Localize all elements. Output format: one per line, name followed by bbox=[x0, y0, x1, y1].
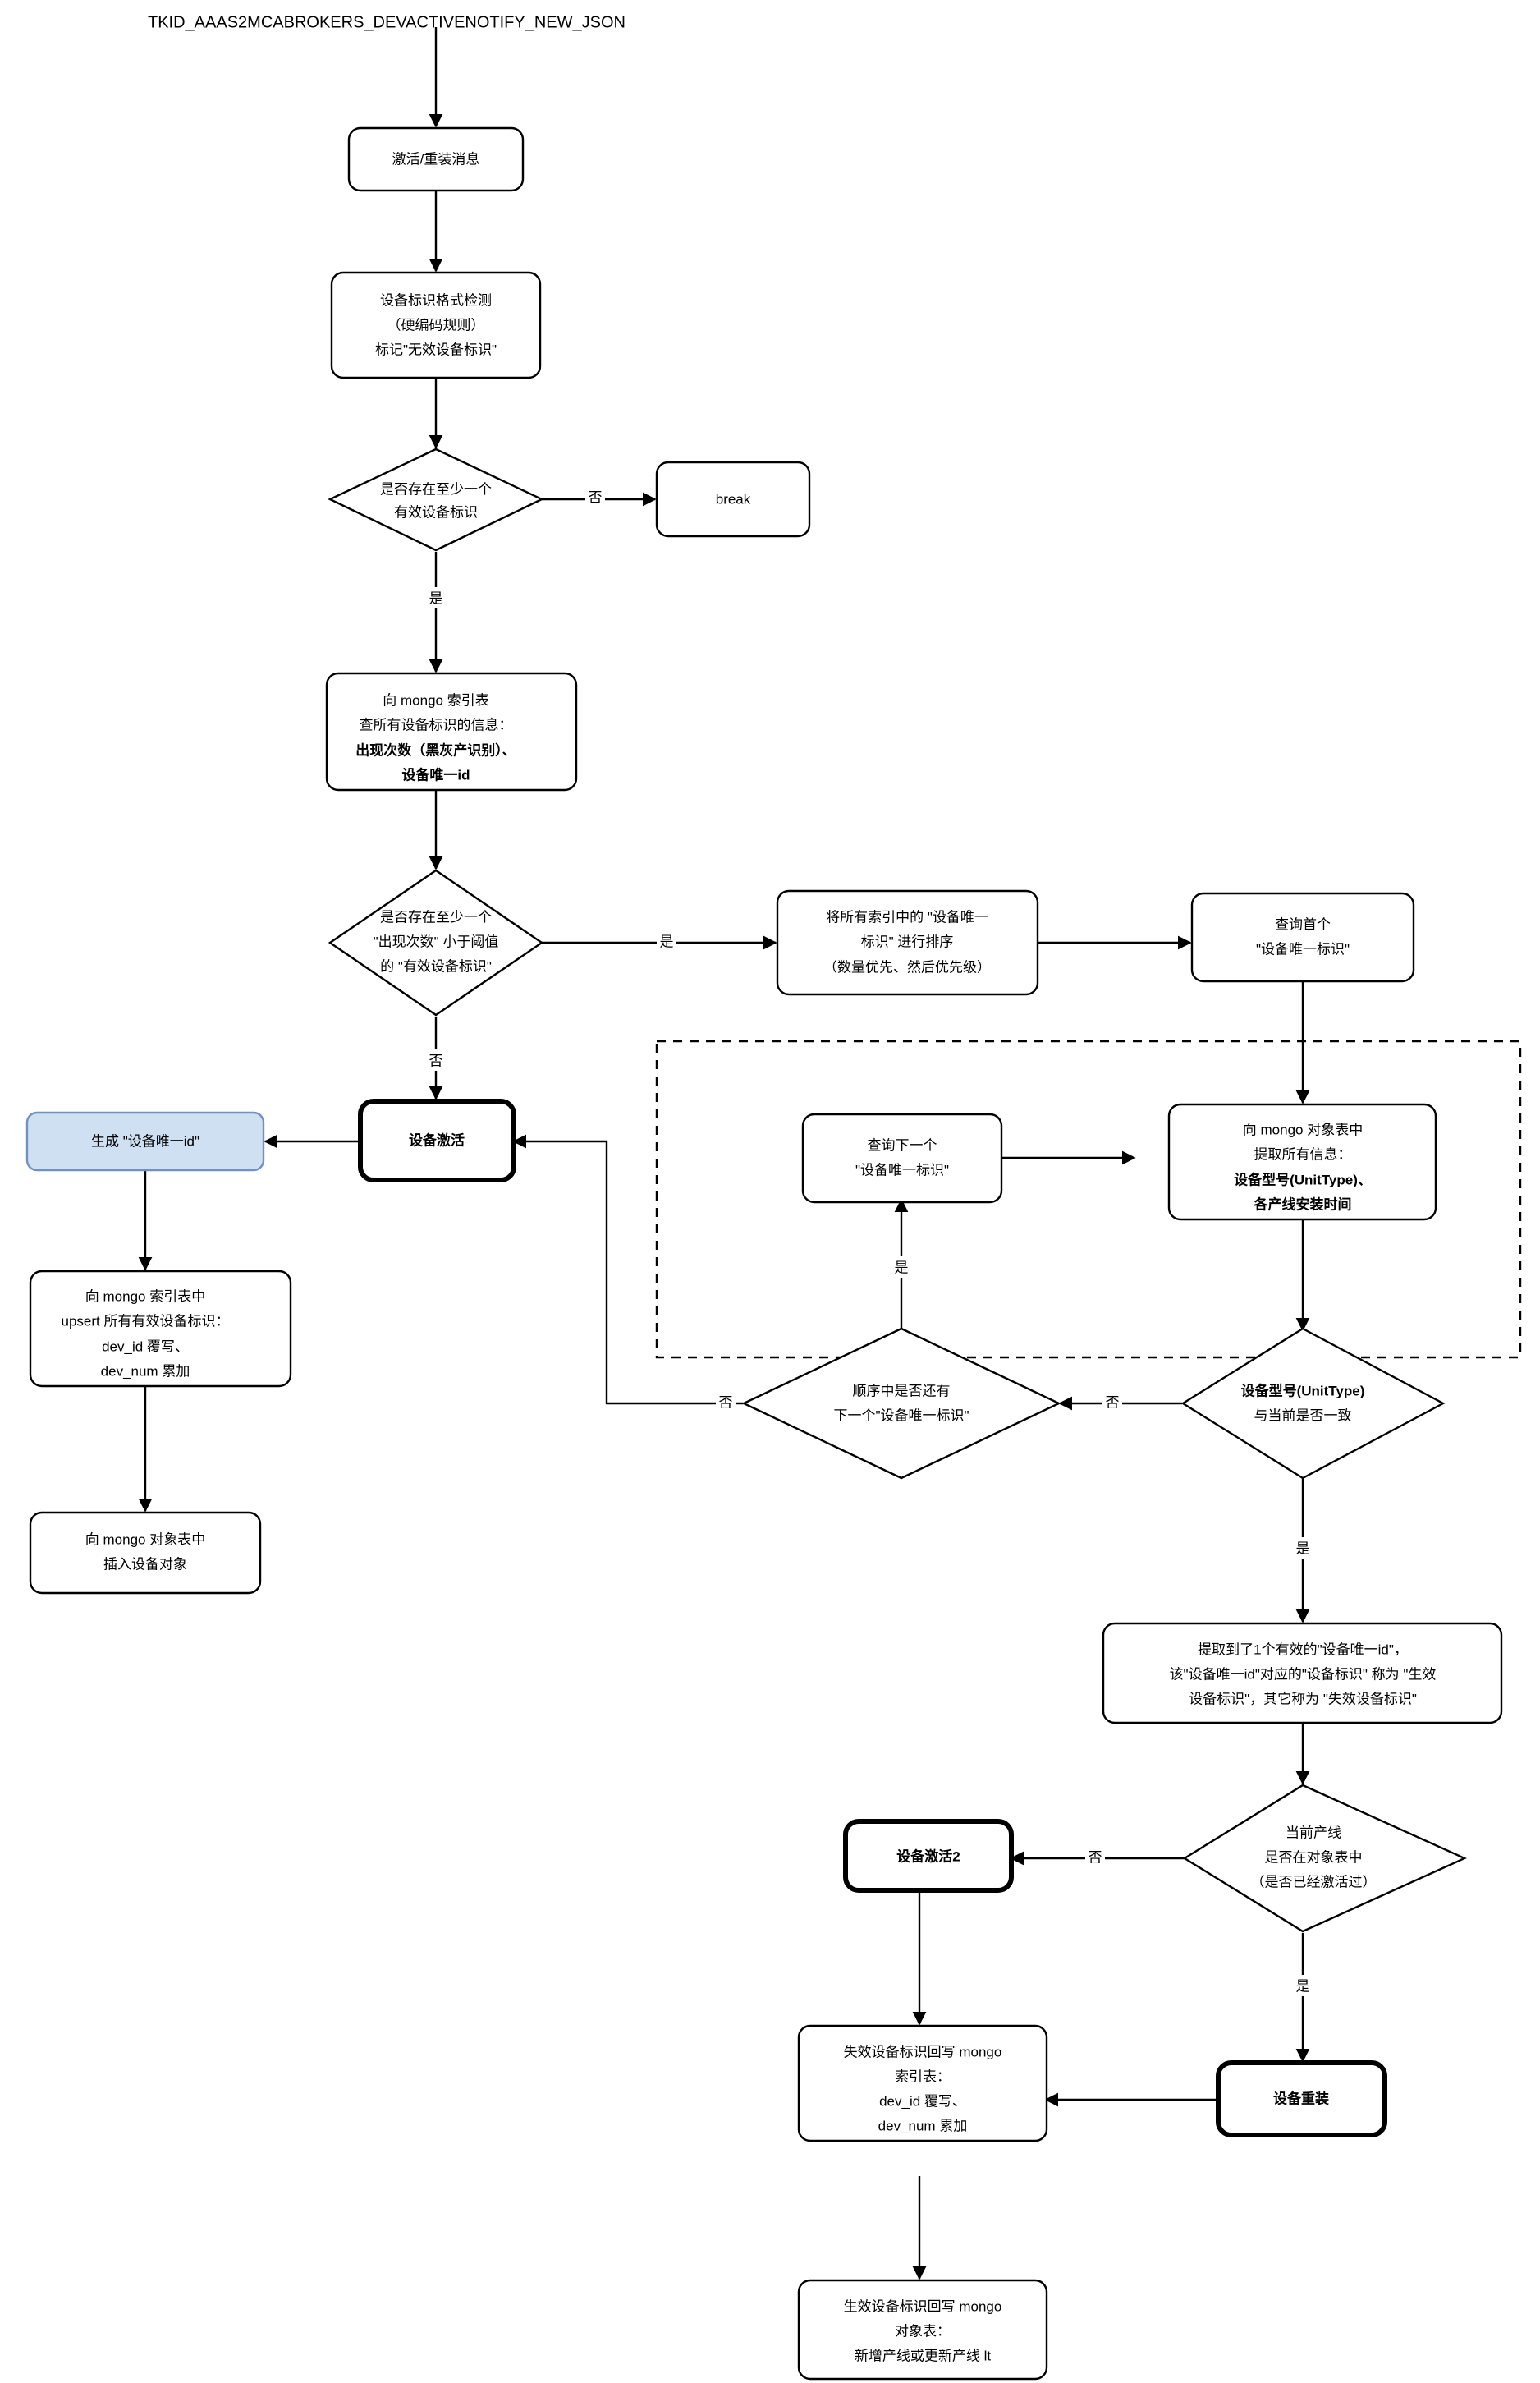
node-decision-more-uid-line2: 下一个"设备唯一标识" bbox=[833, 1407, 969, 1423]
node-query-next-uid[interactable]: 查询下一个 "设备唯一标识" bbox=[801, 1113, 1003, 1204]
node-query-index-line2: 查所有设备标识的信息： bbox=[360, 717, 513, 732]
node-decision-line-in-object-line3: （是否已经激活过） bbox=[1251, 1874, 1377, 1889]
node-extracted-result-line1: 提取到了1个有效的"设备唯一id"， bbox=[1198, 1641, 1408, 1657]
diagram-title: TKID_AAAS2MCABROKERS_DEVACTIVENOTIFY_NEW… bbox=[148, 13, 626, 31]
edge-label-no-more-uid: 否 bbox=[719, 1394, 733, 1410]
node-decision-more-uid-in-order[interactable]: 顺序中是否还有 下一个"设备唯一标识" bbox=[741, 1327, 1061, 1480]
node-format-check-line3: 标记"无效设备标识" bbox=[375, 342, 497, 357]
edge-label-yes-unittype: 是 bbox=[1296, 1540, 1310, 1556]
node-decision-count-line2: "出现次数" 小于阈值 bbox=[374, 934, 499, 949]
node-decision-has-valid-line2: 有效设备标识 bbox=[394, 504, 478, 520]
node-insert-object-line2: 插入设备对象 bbox=[103, 1556, 187, 1572]
node-start[interactable]: 激活/重装消息 bbox=[347, 126, 525, 192]
node-decision-count-line1: 是否存在至少一个 bbox=[380, 909, 492, 925]
node-device-activate[interactable]: 设备激活 bbox=[358, 1099, 516, 1182]
node-decision-has-valid-device-id[interactable]: 是否存在至少一个 有效设备标识 bbox=[328, 448, 544, 552]
node-generate-device-uid-label: 生成 "设备唯一id" bbox=[91, 1133, 199, 1149]
node-insert-device-object[interactable]: 向 mongo 对象表中 插入设备对象 bbox=[29, 1511, 262, 1595]
node-query-first-uid[interactable]: 查询首个 "设备唯一标识" bbox=[1190, 892, 1415, 983]
edge-label-yes-query-index: 是 bbox=[429, 590, 443, 606]
node-sort-line2: 标识" 进行排序 bbox=[861, 934, 954, 949]
node-query-first-line1: 查询首个 bbox=[1275, 916, 1331, 932]
edge-label-yes-reinstall: 是 bbox=[1296, 1978, 1310, 1994]
node-sort-device-uids[interactable]: 将所有索引中的 "设备唯一 标识" 进行排序 （数量优先、然后优先级） bbox=[776, 889, 1039, 996]
node-writeback-invalid-line4: dev_num 累加 bbox=[878, 2118, 968, 2133]
edge-label-no-activate2: 否 bbox=[1089, 1849, 1102, 1865]
node-extract-line3: 设备型号(UnitType)、 bbox=[1234, 1171, 1372, 1187]
node-upsert-index-table[interactable]: 向 mongo 索引表中 upsert 所有有效设备标识： dev_id 覆写、… bbox=[29, 1270, 292, 1388]
node-query-index-line3: 出现次数（黑灰产识别）、 bbox=[355, 742, 516, 758]
node-decision-unittype-line2: 与当前是否一致 bbox=[1254, 1407, 1352, 1423]
loop-group-boundary bbox=[655, 1040, 1522, 1359]
node-insert-object-line1: 向 mongo 对象表中 bbox=[85, 1531, 205, 1547]
node-generate-device-uid[interactable]: 生成 "设备唯一id" bbox=[25, 1111, 265, 1172]
node-writeback-valid-ids[interactable]: 生效设备标识回写 mongo 对象表： 新增产线或更新产线 lt bbox=[797, 2279, 1048, 2381]
node-upsert-line1: 向 mongo 索引表中 bbox=[85, 1288, 205, 1304]
node-decision-unittype-match[interactable]: 设备型号(UnitType) 与当前是否一致 bbox=[1180, 1327, 1446, 1480]
node-query-next-line2: "设备唯一标识" bbox=[855, 1162, 949, 1178]
edge-label-yes-sort: 是 bbox=[660, 934, 674, 949]
node-device-activate-2-label: 设备激活2 bbox=[896, 1848, 960, 1864]
node-upsert-line2: upsert 所有有效设备标识： bbox=[62, 1313, 230, 1329]
node-break-label: break bbox=[716, 491, 751, 507]
node-device-reinstall-label: 设备重装 bbox=[1273, 2090, 1329, 2106]
node-query-index-line1: 向 mongo 索引表 bbox=[383, 692, 488, 708]
node-writeback-invalid-line3: dev_id 覆写、 bbox=[879, 2093, 966, 2109]
node-writeback-valid-line3: 新增产线或更新产线 lt bbox=[855, 2348, 991, 2363]
node-device-reinstall[interactable]: 设备重装 bbox=[1216, 2060, 1387, 2137]
node-writeback-valid-line1: 生效设备标识回写 mongo bbox=[844, 2298, 1002, 2314]
node-sort-line1: 将所有索引中的 "设备唯一 bbox=[826, 909, 988, 925]
node-decision-line-in-object-table[interactable]: 当前产线 是否在对象表中 （是否已经激活过） bbox=[1182, 1784, 1467, 1933]
node-decision-has-valid-line1: 是否存在至少一个 bbox=[380, 481, 492, 497]
node-extracted-result[interactable]: 提取到了1个有效的"设备唯一id"， 该"设备唯一id"对应的"设备标识" 称为… bbox=[1102, 1622, 1503, 1724]
node-decision-count-less-than-threshold[interactable]: 是否存在至少一个 "出现次数" 小于阈值 的 "有效设备标识" bbox=[328, 869, 544, 1017]
node-query-index-line4: 设备唯一id bbox=[401, 766, 470, 783]
node-extract-line4: 各产线安装时间 bbox=[1254, 1196, 1352, 1212]
node-break[interactable]: break bbox=[655, 461, 811, 538]
node-decision-unittype-line1: 设备型号(UnitType) bbox=[1241, 1382, 1365, 1398]
node-writeback-invalid-line1: 失效设备标识回写 mongo bbox=[844, 2044, 1002, 2059]
node-decision-line-in-object-line2: 是否在对象表中 bbox=[1265, 1849, 1363, 1865]
node-query-mongo-index[interactable]: 向 mongo 索引表 查所有设备标识的信息： 出现次数（黑灰产识别）、 设备唯… bbox=[325, 672, 578, 792]
node-device-activate-label: 设备激活 bbox=[409, 1132, 465, 1148]
node-upsert-line4: dev_num 累加 bbox=[101, 1363, 190, 1379]
edge-label-yes-next-uid: 是 bbox=[895, 1260, 909, 1275]
node-extract-line1: 向 mongo 对象表中 bbox=[1243, 1122, 1363, 1137]
edge-label-no-activate: 否 bbox=[429, 1053, 443, 1068]
edge-label-no-unittype: 否 bbox=[1106, 1394, 1120, 1410]
node-extract-line2: 提取所有信息： bbox=[1254, 1146, 1352, 1162]
node-device-activate-2[interactable]: 设备激活2 bbox=[843, 1819, 1014, 1893]
node-decision-count-line3: 的 "有效设备标识" bbox=[380, 958, 492, 974]
node-sort-line3: （数量优先、然后优先级） bbox=[823, 959, 991, 975]
node-query-first-line2: "设备唯一标识" bbox=[1256, 941, 1350, 957]
node-start-label: 激活/重装消息 bbox=[392, 151, 480, 167]
edge-dmore-to-activate bbox=[512, 1134, 743, 1405]
node-extracted-result-line2: 该"设备唯一id"对应的"设备标识" 称为 "生效 bbox=[1170, 1666, 1437, 1682]
node-decision-line-in-object-line1: 当前产线 bbox=[1286, 1825, 1341, 1840]
node-format-check[interactable]: 设备标识格式检测 （硬编码规则） 标记"无效设备标识" bbox=[330, 271, 542, 379]
node-query-next-line1: 查询下一个 bbox=[868, 1137, 937, 1153]
node-writeback-invalid-line2: 索引表： bbox=[895, 2068, 951, 2084]
node-extracted-result-line3: 设备标识"，其它称为 "失效设备标识" bbox=[1189, 1691, 1417, 1706]
edge-labels: 否 是 是 否 是 否 否 是 否 是 bbox=[426, 486, 1313, 1996]
node-extract-object-info[interactable]: 向 mongo 对象表中 提取所有信息： 设备型号(UnitType)、 各产线… bbox=[1167, 1103, 1437, 1221]
node-writeback-valid-line2: 对象表： bbox=[895, 2323, 951, 2339]
node-decision-more-uid-line1: 顺序中是否还有 bbox=[853, 1383, 951, 1398]
node-writeback-invalid-ids[interactable]: 失效设备标识回写 mongo 索引表： dev_id 覆写、 dev_num 累… bbox=[797, 2024, 1048, 2142]
edges bbox=[138, 27, 1310, 2280]
node-upsert-line3: dev_id 覆写、 bbox=[102, 1338, 189, 1354]
edge-label-no-break: 否 bbox=[589, 489, 603, 505]
node-format-check-line2: （硬编码规则） bbox=[387, 317, 485, 333]
node-format-check-line1: 设备标识格式检测 bbox=[380, 292, 492, 308]
